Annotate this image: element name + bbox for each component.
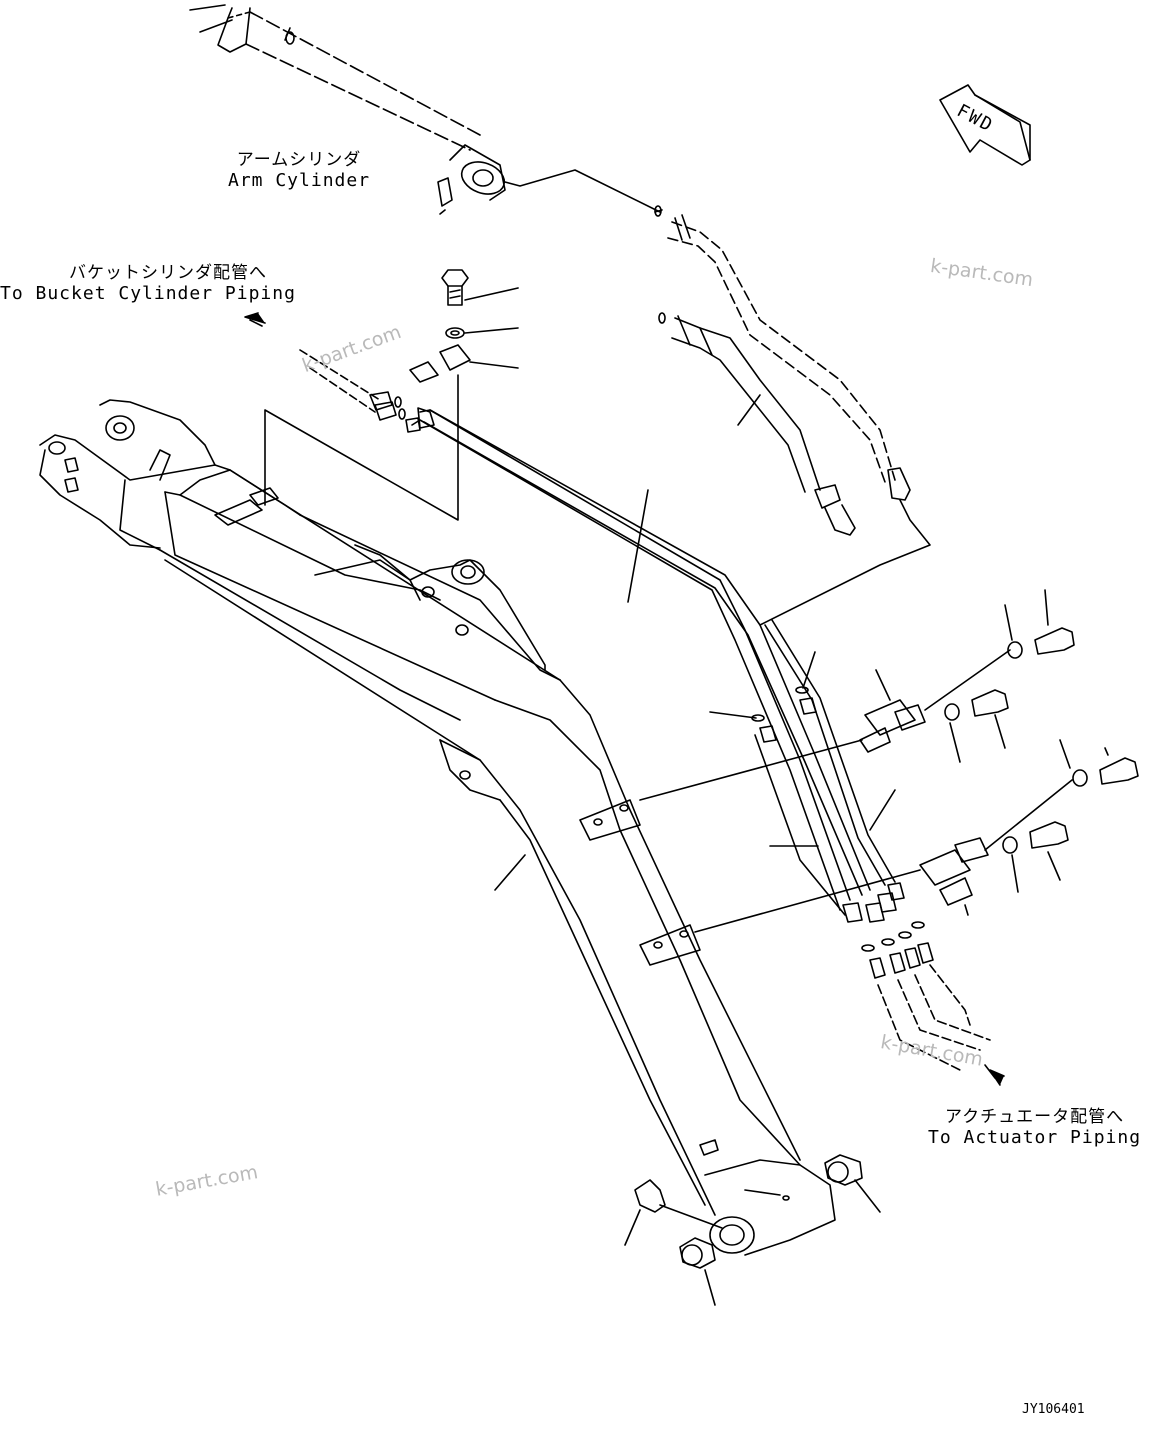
bucket-piping-label: バケットシリンダ配管へ To Bucket Cylinder Piping bbox=[0, 258, 296, 304]
bucket-piping-label-en: To Bucket Cylinder Piping bbox=[0, 283, 296, 304]
arm-cylinder-label-en: Arm Cylinder bbox=[228, 170, 371, 191]
actuator-piping-label-en: To Actuator Piping bbox=[928, 1127, 1142, 1148]
arm-tubes bbox=[405, 407, 896, 916]
arm-body bbox=[39, 399, 836, 1256]
actuator-hoses-ghost bbox=[869, 942, 996, 1079]
fwd-arrow-icon bbox=[939, 84, 1031, 166]
upper-hose-ghost bbox=[654, 205, 931, 626]
right-clamp-group-lower bbox=[694, 739, 1139, 933]
leader-line bbox=[504, 169, 661, 213]
bucket-piping-label-jp: バケットシリンダ配管へ bbox=[68, 263, 267, 283]
tube-fittings bbox=[709, 651, 925, 952]
arrow-bucket-piping-icon bbox=[244, 312, 266, 324]
pin-bushings bbox=[624, 1154, 881, 1306]
clamp-fastener-group bbox=[264, 269, 519, 521]
upper-hose bbox=[658, 312, 856, 536]
arm-cylinder-part bbox=[189, 4, 506, 215]
bucket-piping-ghost bbox=[249, 319, 406, 421]
arm-cylinder-label-jp: アームシリンダ bbox=[236, 150, 362, 170]
right-clamp-group-upper bbox=[639, 589, 1075, 801]
drawing-code: JY106401 bbox=[1022, 1402, 1085, 1417]
actuator-piping-label-jp: アクチュエータ配管へ bbox=[944, 1107, 1125, 1127]
arm-cylinder-label: アームシリンダ Arm Cylinder bbox=[228, 145, 370, 191]
arrow-actuator-piping-icon bbox=[989, 1069, 1005, 1086]
actuator-piping-label: アクチュエータ配管へ To Actuator Piping bbox=[928, 1102, 1141, 1148]
